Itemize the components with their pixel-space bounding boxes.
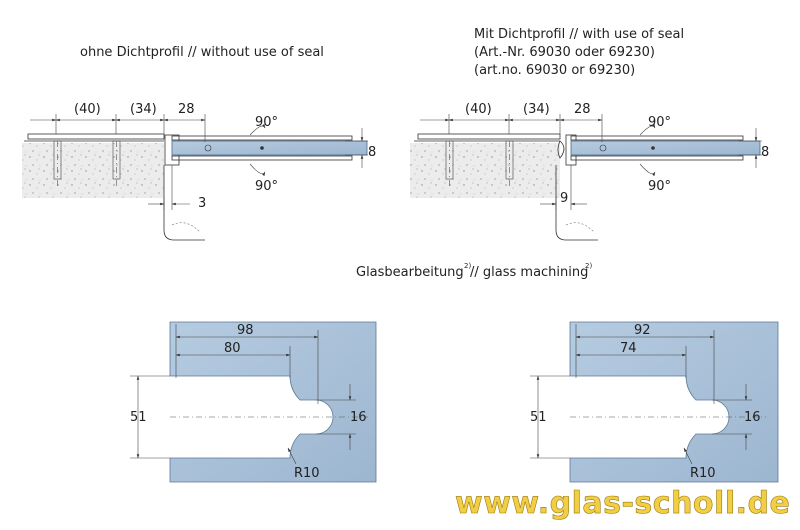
concrete-floor: [22, 143, 164, 198]
glass-machining-sup-1: 2): [464, 262, 471, 270]
glass-thickness: 8: [368, 145, 376, 160]
caption-article-en: (art.no. 69030 or 69230): [474, 63, 635, 78]
angle-top: 90°: [648, 115, 671, 130]
caption-glass-machining: Glasbearbeitung 2) // glass machining 2): [356, 262, 592, 280]
cutout-height: 51: [130, 410, 147, 425]
glass-thickness: 8: [761, 145, 769, 160]
angle-bottom: 90°: [255, 179, 278, 194]
glass-pane: [171, 140, 368, 156]
dim-34: (34): [130, 102, 157, 117]
caption-article-de: (Art.-Nr. 69030 oder 69230): [474, 45, 655, 60]
corner-radius: R10: [294, 466, 320, 481]
caption-with-seal: Mit Dichtprofil // with use of seal: [474, 27, 684, 42]
glass-machining-de: Glasbearbeitung: [356, 265, 464, 280]
section-with-seal: (40) (34) 28 90° 90° 8 9: [410, 102, 769, 241]
cutout-left: 98 80 51 16 R10: [130, 321, 377, 483]
anchor-bolt: [112, 140, 121, 186]
glass-machining-en: // glass machining: [470, 265, 588, 280]
angle-top: 90°: [255, 115, 278, 130]
anchor-bolt: [505, 140, 514, 186]
caption-without-seal: ohne Dichtprofil // without use of seal: [80, 45, 324, 60]
angle-bottom: 90°: [648, 179, 671, 194]
slot-width: 16: [744, 410, 761, 425]
corner-radius: R10: [690, 466, 716, 481]
dim-28: 28: [178, 102, 195, 117]
watermark-url: www.glas-scholl.de: [455, 486, 790, 521]
dim-28: 28: [574, 102, 591, 117]
gap-value: 3: [198, 196, 206, 211]
dim-34: (34): [523, 102, 550, 117]
seal-profile: [557, 140, 565, 159]
cutout-right: 92 74 51 16 R10: [530, 321, 779, 483]
section-without-seal: (40) (34) 28 90° 90° 8 3: [22, 102, 376, 241]
outer-depth: 92: [634, 323, 651, 338]
cutout-height: 51: [530, 410, 547, 425]
concrete-floor: [410, 143, 560, 198]
anchor-bolt: [53, 140, 62, 186]
gap-value: 9: [560, 191, 568, 206]
anchor-bolt: [445, 140, 454, 186]
inner-depth: 80: [224, 341, 241, 356]
glass-machining-sup-2: 2): [585, 262, 592, 270]
glass-panel: [169, 321, 377, 483]
dim-40: (40): [74, 102, 101, 117]
floor-plate: [417, 133, 561, 140]
outer-depth: 98: [237, 323, 254, 338]
floor-plate: [27, 133, 165, 140]
slot-width: 16: [350, 410, 367, 425]
dim-40: (40): [465, 102, 492, 117]
glass-panel: [569, 321, 779, 483]
inner-depth: 74: [620, 341, 637, 356]
glass-pane: [570, 140, 761, 156]
